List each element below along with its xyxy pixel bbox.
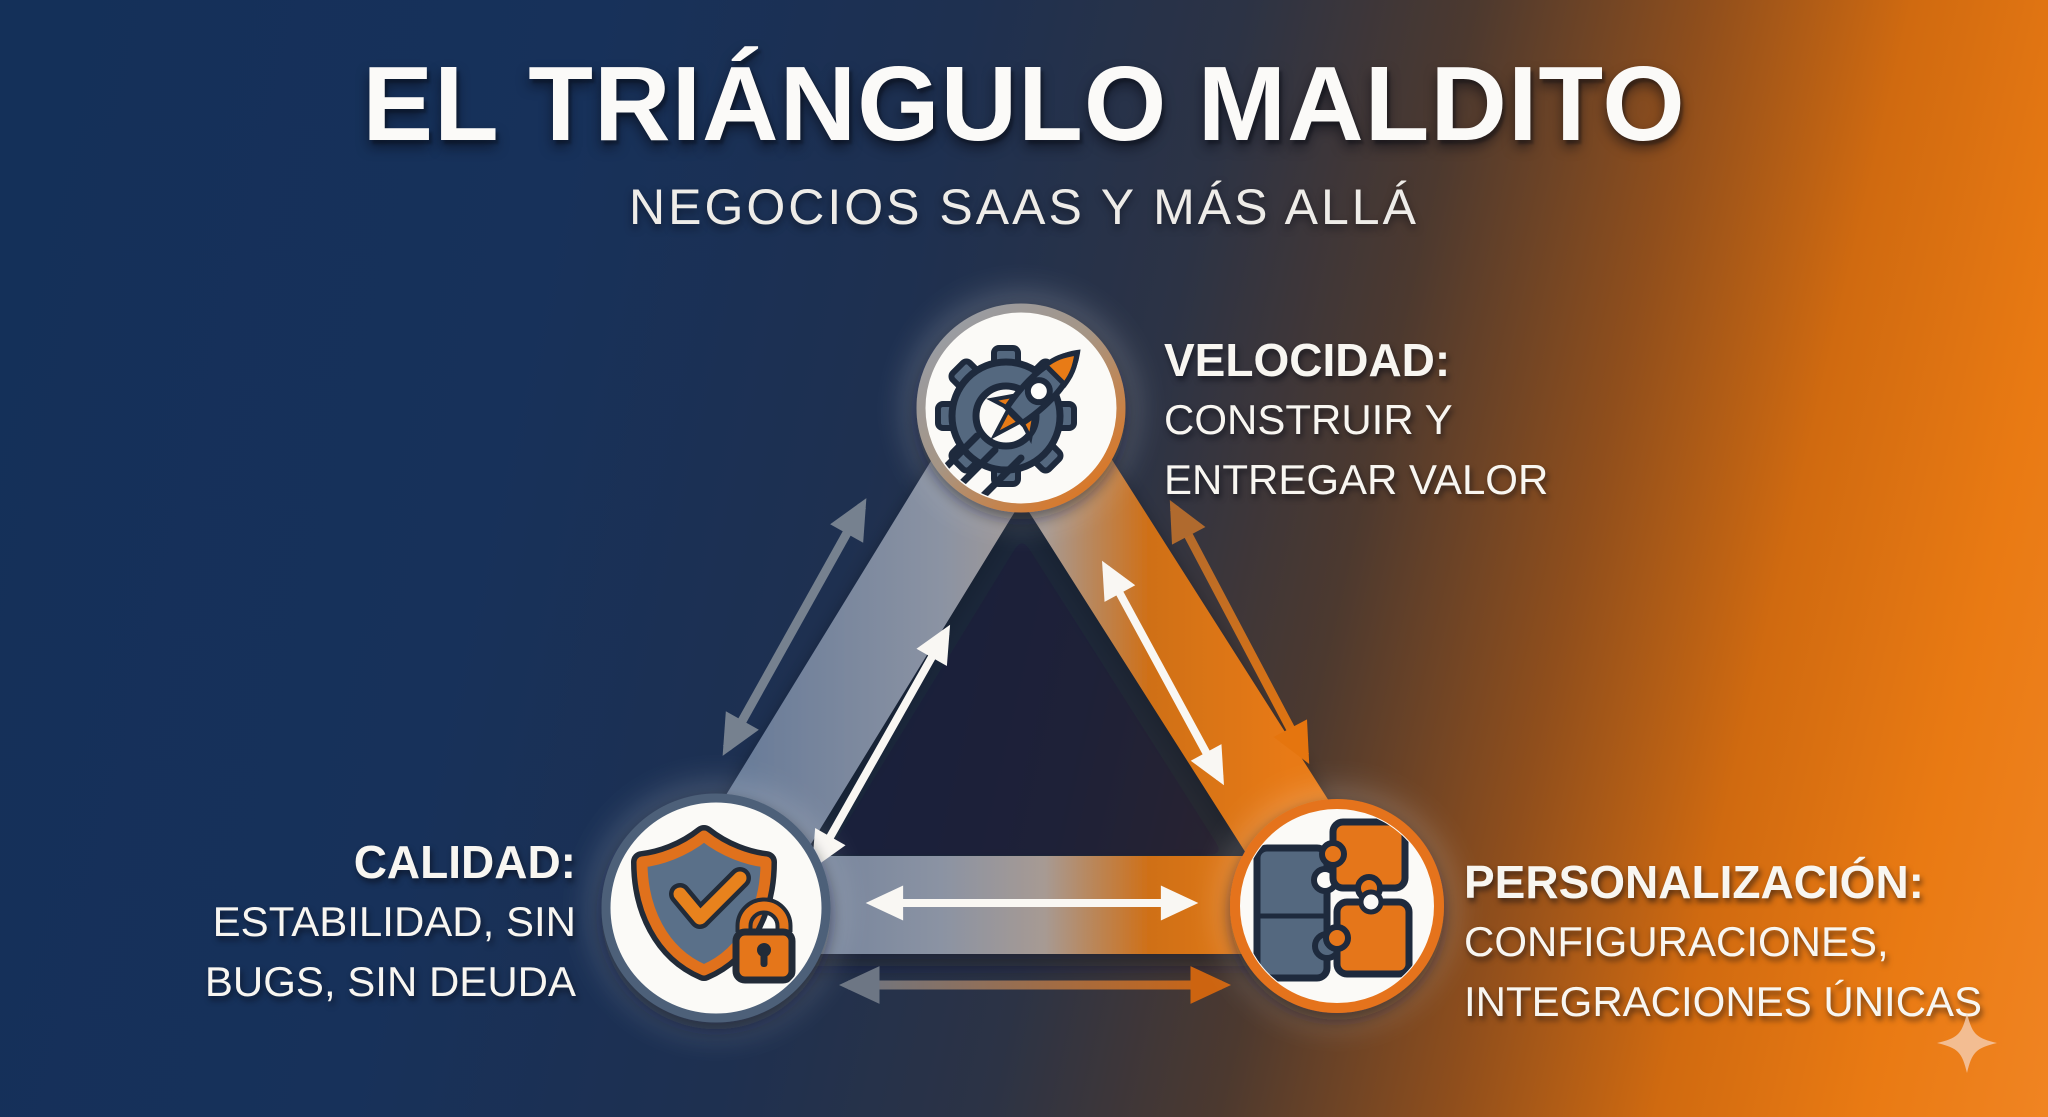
page-subtitle: NEGOCIOS SAAS Y MÁS ALLÁ	[629, 179, 1419, 235]
arrow-velocidad-personalizacion-outer	[1169, 500, 1310, 764]
outer-arrows	[722, 498, 1310, 1004]
node-desc-line: CONFIGURACIONES,	[1464, 918, 1889, 965]
arrow-velocidad-personalizacion-inner	[1102, 560, 1224, 786]
node-circle-calidad	[590, 782, 842, 1034]
sparkle-icon	[1937, 1013, 1997, 1073]
node-label-personalizacion: PERSONALIZACIÓN: CONFIGURACIONES, INTEGR…	[1464, 852, 1982, 1032]
padlock	[732, 897, 796, 984]
node-label-calidad: CALIDAD: ESTABILIDAD, SIN BUGS, SIN DEUD…	[205, 832, 576, 1012]
node-label-velocidad: VELOCIDAD: CONSTRUIR Y ENTREGAR VALOR	[1164, 330, 1548, 510]
node-desc-line: ESTABILIDAD, SIN	[212, 898, 576, 945]
page-title: EL TRIÁNGULO MALDITO	[362, 45, 1686, 163]
node-circle-personalizacion	[1219, 788, 1455, 1024]
node-desc-line: INTEGRACIONES ÚNICAS	[1464, 978, 1983, 1025]
node-heading-calidad: CALIDAD:	[353, 836, 576, 888]
arrow-calidad-velocidad-outer	[722, 498, 867, 756]
node-heading-personalizacion: PERSONALIZACIÓN:	[1464, 856, 1924, 908]
node-desc-line: BUGS, SIN DEUDA	[204, 958, 576, 1005]
node-circle-velocidad	[905, 292, 1137, 524]
node-desc-line: CONSTRUIR Y	[1164, 396, 1453, 443]
rocket	[986, 349, 1081, 444]
arrow-calidad-velocidad-inner	[811, 624, 951, 870]
inner-arrows	[811, 560, 1224, 921]
puzzle-pieces-icon	[1253, 818, 1413, 982]
node-desc-line: ENTREGAR VALOR	[1164, 456, 1549, 503]
node-heading-velocidad: VELOCIDAD:	[1164, 334, 1451, 386]
gear-rocket-icon	[935, 345, 1081, 502]
shield-check-lock-icon	[631, 825, 796, 984]
